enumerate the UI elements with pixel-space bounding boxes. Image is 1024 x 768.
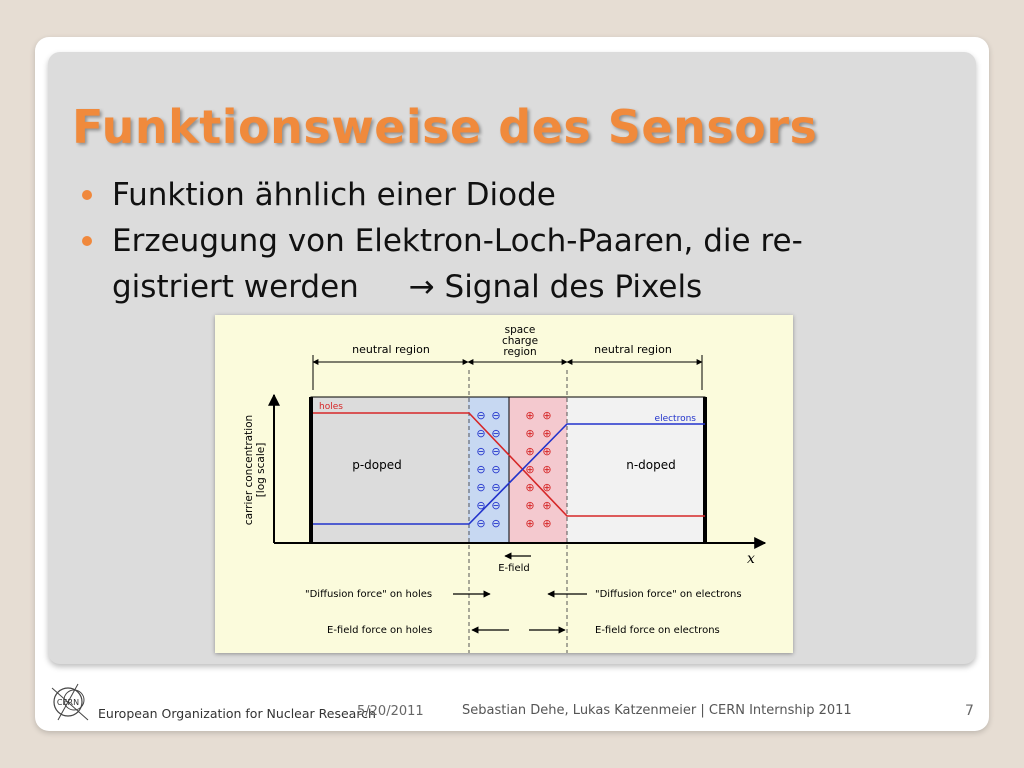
positive-ion: ⊕ [542,427,551,440]
electrons-curve [313,423,705,525]
positive-ion: ⊕ [542,517,551,530]
n-region [567,397,705,543]
negative-ion: ⊖ [476,499,485,512]
negative-ion: ⊖ [491,463,500,476]
negative-ion: ⊖ [491,409,500,422]
label-charge: charge [502,335,538,347]
positive-ion: ⊕ [542,409,551,422]
negative-ion: ⊖ [491,427,500,440]
positive-ion: ⊕ [525,481,534,494]
negative-ion: ⊖ [476,463,485,476]
negative-ion: ⊖ [491,517,500,530]
slide-title: Funktionsweise des Sensors [72,100,818,154]
efield-label: E-field [498,563,530,574]
bullet-text-cont: gistriert werden [112,269,359,305]
negative-ion: ⊖ [491,481,500,494]
holes-label: holes [319,402,343,412]
x-axis-label: x [747,551,755,567]
bullet-dot [82,236,92,246]
y-axis-label-1: carrier concentration [243,415,255,525]
y-axis-label-2: [log scale] [255,443,267,498]
label-space: space [505,324,536,336]
ef-electrons-label: E-field force on electrons [595,625,720,636]
depletion-positive [509,397,567,543]
label-neutral-right: neutral region [594,343,672,356]
positive-ion: ⊕ [525,445,534,458]
positive-ion: ⊕ [542,463,551,476]
negative-ion: ⊖ [476,517,485,530]
bullet-continuation: gistriert werden → Signal des Pixels [112,264,962,310]
negative-ion: ⊖ [491,499,500,512]
positive-ion: ⊕ [542,481,551,494]
negative-ion: ⊖ [476,409,485,422]
label-neutral-left: neutral region [352,343,430,356]
pn-junction-figure: neutral region space charge region neutr… [215,315,793,653]
negative-ion: ⊖ [491,445,500,458]
negative-ion: ⊖ [476,427,485,440]
bullet-text: Erzeugung von Elektron-Loch-Paaren, die … [112,223,803,259]
negative-ion: ⊖ [476,445,485,458]
p-region [311,397,468,543]
positive-ion: ⊕ [525,517,534,530]
bullet-item: Erzeugung von Elektron-Loch-Paaren, die … [82,218,962,310]
positive-ion: ⊕ [542,499,551,512]
positive-ion: ⊕ [525,409,534,422]
negative-ion: ⊖ [476,481,485,494]
bullet-list: Funktion ähnlich einer Diode Erzeugung v… [82,172,962,310]
diff-holes-label: "Diffusion force" on holes [305,589,432,600]
p-doped-label: p-doped [352,458,402,472]
positive-ion: ⊕ [525,499,534,512]
ion-symbols: ⊖ ⊖ ⊖ ⊖ ⊖ ⊖ ⊖ ⊖ ⊖ ⊖ ⊖ ⊖ ⊖ ⊖ ⊕ ⊕ ⊕ ⊕ ⊕ ⊕ ⊕ ⊕ ⊕ ⊕ ⊕ ⊕ ⊕ ⊕ [476,409,551,530]
electrons-label: electrons [655,414,697,424]
bullet-text-result: Signal des Pixels [444,269,703,305]
pn-junction-diagram: neutral region space charge region neutr… [243,324,767,653]
bullet-dot [82,190,92,200]
holes-curve [313,412,705,517]
arrow-right-icon: → [408,269,435,305]
ef-holes-label: E-field force on holes [327,625,432,636]
n-doped-label: n-doped [626,458,676,472]
label-region: region [503,346,536,358]
positive-ion: ⊕ [525,463,534,476]
bullet-text: Funktion ähnlich einer Diode [112,177,556,213]
diff-electrons-label: "Diffusion force" on electrons [595,589,742,600]
positive-ion: ⊕ [525,427,534,440]
bullet-item: Funktion ähnlich einer Diode [82,172,962,218]
positive-ion: ⊕ [542,445,551,458]
